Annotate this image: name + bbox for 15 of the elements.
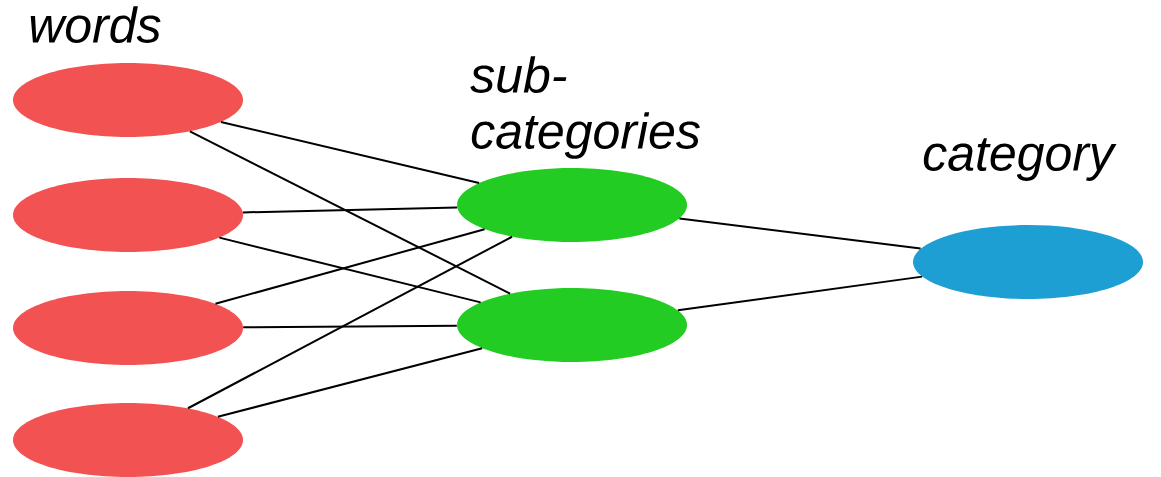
ellipse-node — [913, 225, 1143, 299]
connector-line — [216, 347, 484, 418]
connector-line — [187, 235, 513, 410]
ellipse-node — [457, 168, 687, 242]
ellipse-node — [13, 403, 243, 477]
ellipse-node — [13, 291, 243, 365]
ellipse-node — [457, 288, 687, 362]
connector-line — [676, 275, 924, 312]
connector-line — [242, 324, 458, 329]
connector-line — [241, 206, 459, 214]
connector-line — [188, 130, 512, 295]
connector-line — [219, 120, 481, 184]
ellipse-node — [13, 178, 243, 252]
connector-line — [678, 217, 922, 250]
ellipse-node — [13, 63, 243, 137]
